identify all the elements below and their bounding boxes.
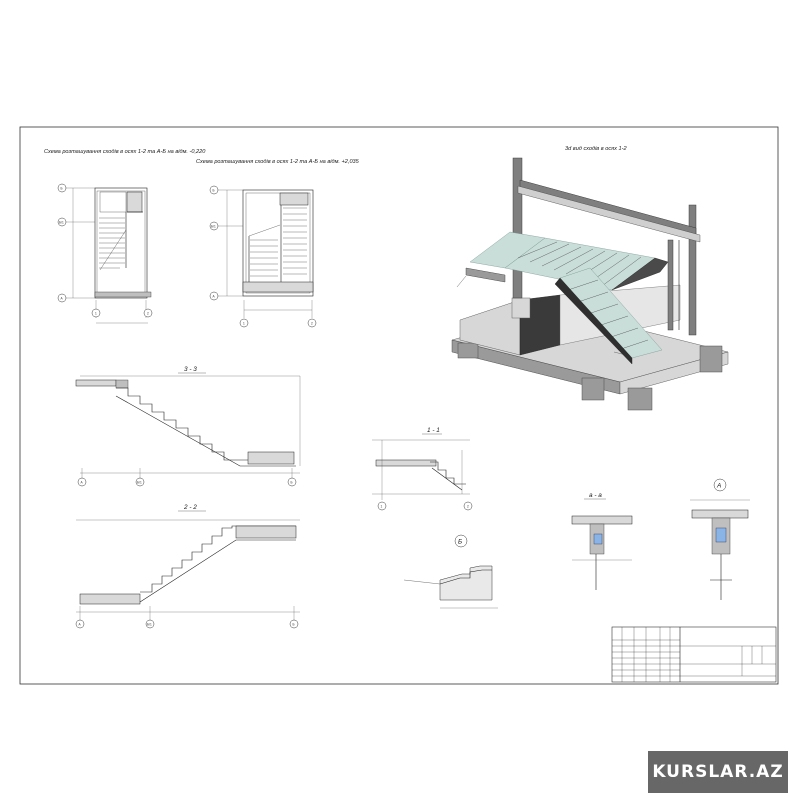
axis-label-1: 1 [95, 311, 97, 315]
axis-label-b1: Б/1 [137, 480, 142, 484]
axis-bubble-1 [91, 308, 101, 318]
watermark-badge: KURSLAR.AZ [648, 751, 788, 793]
axis-label-b: Б [61, 186, 63, 190]
section-a-a-title: а - а [589, 492, 602, 499]
section-1-1-title: 1 - 1 [427, 427, 440, 434]
section-3-3-title: 3 - 3 [184, 366, 197, 373]
plan-1-title: Схема розташування сходів в осях 1-2 та … [44, 149, 206, 155]
axis-label-b1: Б/1 [211, 224, 216, 228]
node-b-label: Б [458, 539, 462, 546]
axis-label-2: 2 [467, 504, 469, 508]
section-3-3: 3 - 3 А Б/1 Б [75, 366, 301, 487]
axis-label-2: 2 [147, 311, 149, 315]
axis-label-a: А [81, 480, 84, 484]
axis-label-a: А [213, 294, 216, 298]
axis-label-1: 1 [243, 321, 245, 325]
node-a-label: А [716, 483, 721, 490]
axis-label-1: 1 [381, 504, 383, 508]
view-3d: 3d вид сходів в осях 1-2 [451, 146, 729, 411]
axis-label-a: А [61, 296, 64, 300]
section-1-1: 1 - 1 1 2 [372, 427, 473, 511]
axis-label-2: 2 [311, 321, 313, 325]
section-a-a: а - а [571, 492, 633, 590]
node-b-detail: Б [403, 534, 498, 609]
view-3d-title: 3d вид сходів в осях 1-2 [565, 146, 627, 152]
axis-bubble-b1 [57, 217, 67, 227]
axis-label-b: Б [291, 480, 293, 484]
axis-label-a: А [79, 622, 82, 626]
axis-bubble-2 [143, 308, 153, 318]
axis-bubble-a [57, 293, 67, 303]
node-a-detail: А [690, 478, 750, 600]
title-block [611, 626, 777, 683]
axis-bubble-b [57, 183, 67, 193]
section-2-2-title: 2 - 2 [183, 504, 197, 511]
axis-label-b1: Б/1 [59, 220, 64, 224]
plan-2-title: Схема розташування сходів в осях 1-2 та … [196, 159, 360, 165]
plan-1: Схема розташування сходів в осях 1-2 та … [44, 149, 206, 324]
section-2-2: 2 - 2 А Б/1 Б [75, 504, 300, 629]
watermark-text: KURSLAR.AZ [652, 762, 784, 782]
axis-label-b1: Б/1 [147, 622, 152, 626]
axis-label-b: Б [213, 188, 215, 192]
plan-2: Схема розташування сходів в осях 1-2 та … [196, 159, 360, 328]
axis-label-b: Б [293, 622, 295, 626]
